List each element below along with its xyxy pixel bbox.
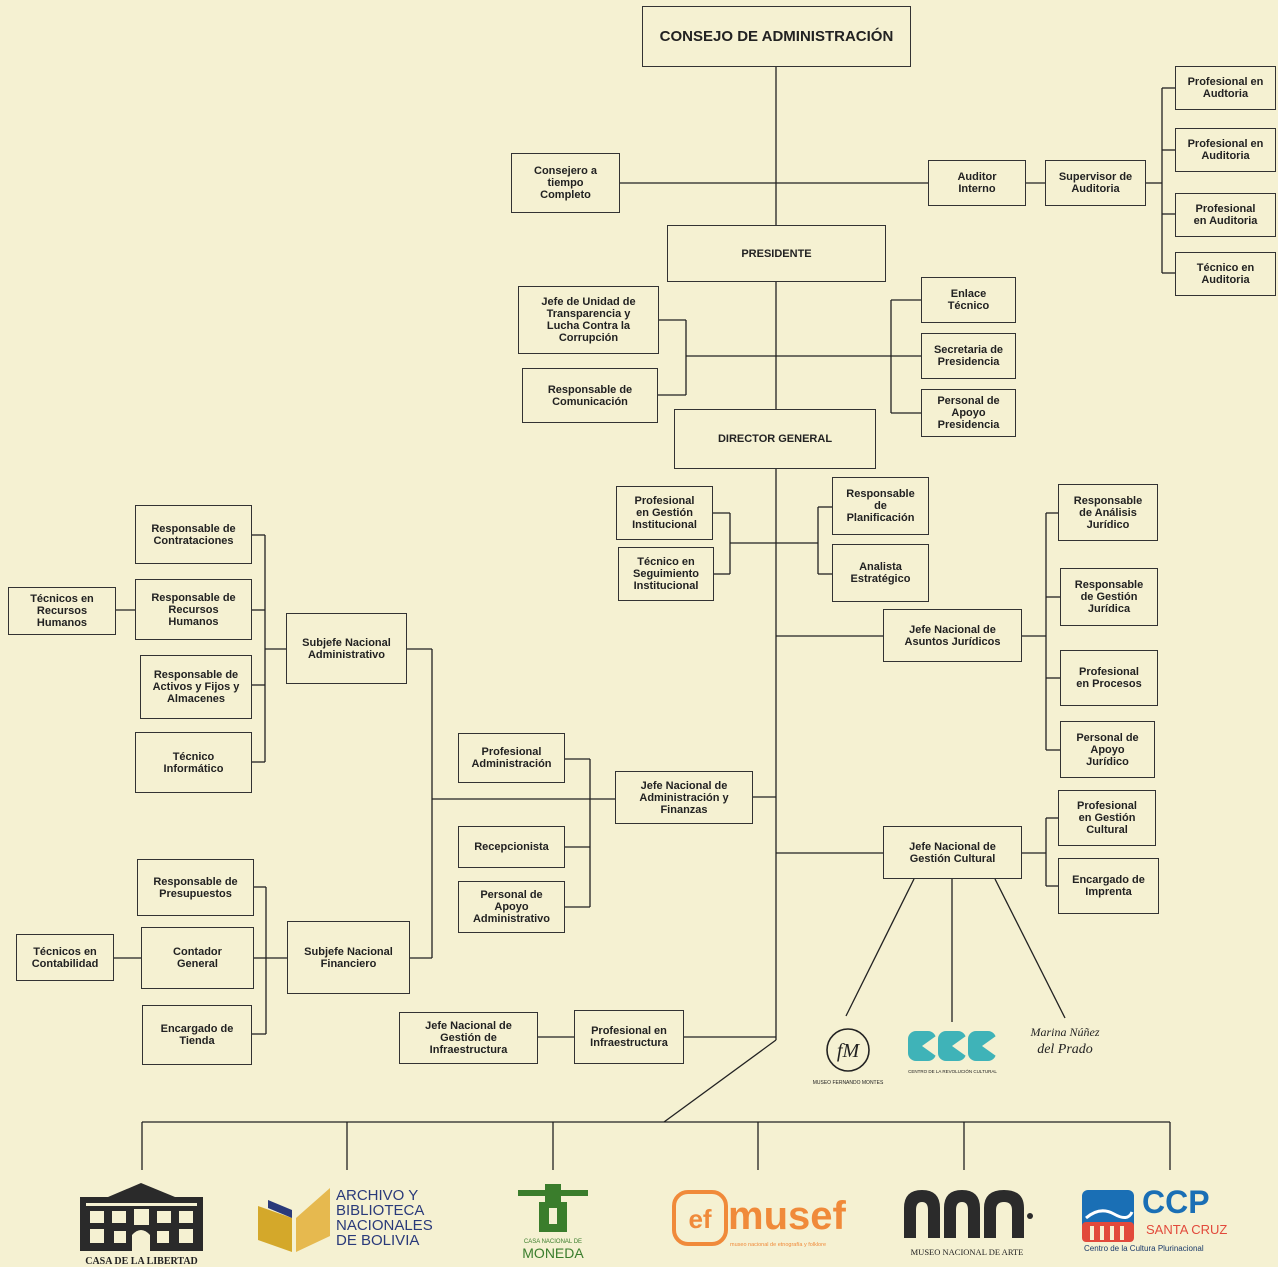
node-prof-infraestructura: Profesional en Infraestructura: [574, 1010, 684, 1064]
node-resp-activos: Responsable de Activos y Fijos y Almacen…: [140, 655, 252, 719]
node-resp-contrataciones: Responsable de Contrataciones: [135, 505, 252, 564]
node-contador: Contador General: [141, 927, 254, 989]
fm-caption: MUSEO FERNANDO MONTES: [812, 1080, 884, 1086]
node-tec-auditoria: Técnico en Auditoria: [1175, 252, 1276, 296]
node-consejero: Consejero a tiempo Completo: [511, 153, 620, 213]
logo-musef: ef musef museo nacional de etnografía y …: [670, 1188, 848, 1254]
crc-logo-icon: [908, 1031, 996, 1061]
moneda-press-icon: [518, 1184, 588, 1232]
node-jefe-adm-finanzas: Jefe Nacional de Administración y Finanz…: [615, 771, 753, 824]
logo-casa-de-la-libertad: CASA DE LA LIBERTAD: [80, 1183, 203, 1267]
ccp-caption: Centro de la Cultura Plurinacional: [1084, 1244, 1204, 1253]
node-jefe-gestion-cultural: Jefe Nacional de Gestión Cultural: [883, 826, 1022, 879]
casa-libertad-building-icon: [80, 1183, 203, 1251]
node-supervisor: Supervisor de Auditoria: [1045, 160, 1146, 206]
node-presidente: PRESIDENTE: [667, 225, 886, 282]
ccp-subtitle: SANTA CRUZ: [1146, 1222, 1228, 1237]
moneda-line2: MONEDA: [522, 1245, 584, 1261]
svg-text:fM: fM: [837, 1040, 861, 1062]
node-recepcionista: Recepcionista: [458, 826, 565, 868]
node-tec-informatico: Técnico Informático: [135, 732, 252, 793]
ccp-wordmark: CCP: [1142, 1184, 1210, 1220]
fm-logo-icon: fM: [826, 1028, 870, 1072]
node-prof-procesos: Profesional en Procesos: [1060, 650, 1158, 706]
node-apoyo-juridico: Personal de Apoyo Jurídico: [1060, 721, 1155, 778]
ccp-emblem-icon: [1082, 1190, 1134, 1242]
logo-museo-nacional-de-arte: MUSEO NACIONAL DE ARTE: [898, 1186, 1036, 1260]
node-secretaria: Secretaria de Presidencia: [921, 333, 1016, 379]
node-subjefe-financiero: Subjefe Nacional Financiero: [287, 921, 410, 994]
node-subjefe-administrativo: Subjefe Nacional Administrativo: [286, 613, 407, 684]
crc-caption: CENTRO DE LA REVOLUCIÓN CULTURAL: [908, 1069, 997, 1074]
logo-marina-nunez-del-prado: Marina Núñez del Prado: [1024, 1025, 1106, 1070]
logo-centro-revolucion-cultural: CENTRO DE LA REVOLUCIÓN CULTURAL: [905, 1028, 1000, 1074]
musef-subtitle: museo nacional de etnografía y folklore: [730, 1242, 827, 1248]
node-prof-auditoria-2: Profesional en Auditoria: [1175, 193, 1276, 237]
logo-archivo-biblioteca: ARCHIVO Y BIBLIOTECA NACIONALES DE BOLIV…: [258, 1188, 438, 1258]
node-resp-rrhh: Responsable de Recursos Humanos: [135, 579, 252, 640]
node-tec-seguimiento: Técnico en Seguimiento Institucional: [618, 547, 714, 601]
node-tec-rrhh: Técnicos en Recursos Humanos: [8, 587, 116, 635]
node-jefe-transparencia: Jefe de Unidad de Transparencia y Lucha …: [518, 286, 659, 354]
node-prof-audtoria: Profesional en Audtoria: [1175, 66, 1276, 110]
node-apoyo-presidencia: Personal de Apoyo Presidencia: [921, 389, 1016, 437]
node-prof-gestion-inst: Profesional en Gestión Institucional: [616, 486, 713, 540]
node-consejo: CONSEJO DE ADMINISTRACIÓN: [642, 6, 911, 67]
logo-ccp-santa-cruz: CCP SANTA CRUZ Centro de la Cultura Plur…: [1080, 1186, 1232, 1256]
svg-text:ef: ef: [688, 1204, 711, 1234]
node-resp-gestion-juridica: Responsable de Gestión Jurídica: [1060, 568, 1158, 626]
mnp-line1: Marina Núñez: [1030, 1025, 1100, 1039]
mna-caption: MUSEO NACIONAL DE ARTE: [910, 1247, 1024, 1257]
node-resp-planificacion: Responsable de Planificación: [832, 477, 929, 535]
node-resp-presupuestos: Responsable de Presupuestos: [137, 859, 254, 916]
archivo-line3: NACIONALES: [336, 1217, 433, 1234]
node-resp-comunicacion: Responsable de Comunicación: [522, 368, 658, 423]
node-prof-auditoria-1: Profesional en Auditoria: [1175, 128, 1276, 172]
mnp-line2: del Prado: [1037, 1042, 1093, 1057]
casa-caption: CASA DE LA LIBERTAD: [85, 1256, 198, 1267]
node-encargado-tienda: Encargado de Tienda: [142, 1005, 252, 1065]
moneda-line1: CASA NACIONAL DE: [523, 1239, 583, 1245]
node-tec-contabilidad: Técnicos en Contabilidad: [16, 934, 114, 981]
node-director: DIRECTOR GENERAL: [674, 409, 876, 469]
archivo-book-icon: [258, 1188, 330, 1252]
node-apoyo-administrativo: Personal de Apoyo Administrativo: [458, 881, 565, 933]
node-prof-administracion: Profesional Administración: [458, 733, 565, 783]
logo-casa-nacional-moneda: CASA NACIONAL DE MONEDA: [513, 1184, 593, 1262]
node-analista: Analista Estratégico: [832, 544, 929, 602]
musef-face-icon: ef: [672, 1190, 728, 1246]
archivo-line4: DE BOLIVIA: [336, 1232, 420, 1249]
node-prof-gestion-cultural: Profesional en Gestión Cultural: [1058, 790, 1156, 846]
node-jefe-infraestructura: Jefe Nacional de Gestión de Infraestruct…: [399, 1012, 538, 1064]
node-resp-analisis: Responsable de Análisis Jurídico: [1058, 484, 1158, 541]
node-auditor: Auditor Interno: [928, 160, 1026, 206]
archivo-line1: ARCHIVO Y: [336, 1187, 419, 1204]
archivo-line2: BIBLIOTECA: [336, 1202, 425, 1219]
node-encargado-imprenta: Encargado de Imprenta: [1058, 858, 1159, 914]
node-jefe-juridicos: Jefe Nacional de Asuntos Jurídicos: [883, 609, 1022, 662]
node-enlace: Enlace Técnico: [921, 277, 1016, 323]
musef-wordmark: musef: [728, 1194, 846, 1238]
mna-mark-icon: [904, 1190, 1033, 1238]
logo-museo-fernando-montes: fM MUSEO FERNANDO MONTES: [808, 1025, 888, 1087]
